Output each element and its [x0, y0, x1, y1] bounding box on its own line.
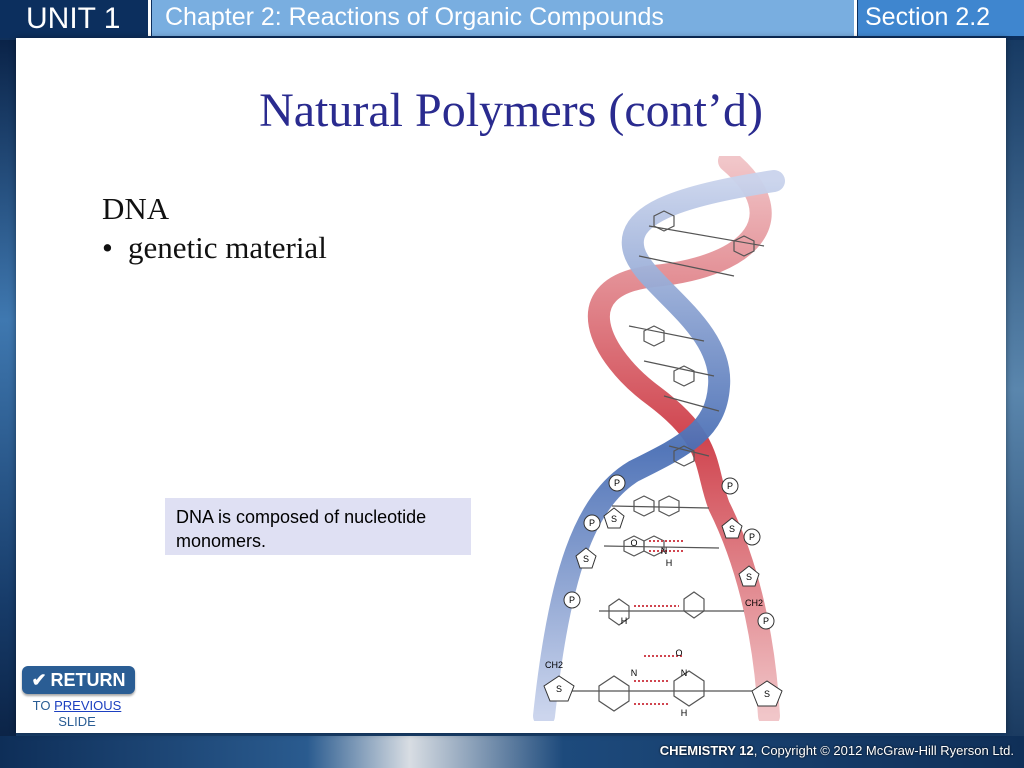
- topic-heading: DNA: [102, 191, 170, 226]
- bullet-text: genetic material: [128, 230, 327, 265]
- oxygen-label: O: [675, 648, 682, 658]
- bullet-item: • genetic material: [102, 228, 327, 268]
- hydrogen-bonds: [634, 540, 684, 705]
- chapter-label: Chapter 2: Reactions of Organic Compound…: [152, 0, 854, 36]
- hydrogen-label: H: [681, 708, 688, 718]
- divider: [854, 0, 857, 36]
- base-pairs: [559, 210, 765, 712]
- section-label: Section 2.2: [858, 0, 1024, 36]
- phosphate-label: P: [749, 532, 755, 542]
- sugar-label: S: [729, 524, 735, 534]
- dna-double-helix-diagram: P P P P P P S S S S S S CH2 CH2 H: [533, 156, 785, 721]
- footer: CHEMISTRY 12, Copyright © 2012 McGraw-Hi…: [660, 743, 1014, 758]
- nitrogen-label: N: [631, 668, 638, 678]
- bullet-dot-icon: •: [102, 230, 113, 265]
- slide-body: DNA • genetic material: [102, 190, 327, 268]
- return-button[interactable]: ✔ RETURN: [22, 666, 135, 694]
- checkmark-icon: ✔: [31, 670, 47, 690]
- return-slide-text: SLIDE: [58, 714, 96, 729]
- nucleotide-markers: P P P P P P S S S S S S CH2 CH2 H: [543, 474, 783, 718]
- callout-box: DNA is composed of nucleotide monomers.: [165, 498, 471, 555]
- slide-content: Natural Polymers (cont’d) DNA • genetic …: [16, 38, 1006, 733]
- background-bottom: [0, 736, 1024, 768]
- hydrogen-label: H: [621, 616, 628, 626]
- slide-title: Natural Polymers (cont’d): [259, 84, 763, 137]
- divider: [148, 0, 151, 36]
- phosphate-label: P: [614, 478, 620, 488]
- phosphate-label: P: [589, 518, 595, 528]
- background-right: [1006, 40, 1024, 740]
- return-to-text: TO: [32, 698, 51, 713]
- return-caption: TO PREVIOUS SLIDE: [16, 698, 138, 730]
- oxygen-label: O: [630, 538, 637, 548]
- ch2-label: CH2: [545, 660, 563, 670]
- previous-link[interactable]: PREVIOUS: [54, 698, 122, 713]
- copyright-text: , Copyright © 2012 McGraw-Hill Ryerson L…: [753, 743, 1014, 758]
- ch2-label: CH2: [745, 598, 763, 608]
- unit-label: UNIT 1: [16, 0, 148, 36]
- background-left: [0, 40, 16, 740]
- sugar-label: S: [556, 684, 562, 694]
- sugar-label: S: [583, 554, 589, 564]
- sugar-label: S: [764, 689, 770, 699]
- sugar-label: S: [611, 514, 617, 524]
- phosphate-label: P: [569, 595, 575, 605]
- phosphate-label: P: [727, 481, 733, 491]
- phosphate-label: P: [763, 616, 769, 626]
- course-name: CHEMISTRY 12: [659, 743, 754, 758]
- hydrogen-label: H: [666, 558, 673, 568]
- nitrogen-label: N: [681, 668, 688, 678]
- blue-strand: [533, 170, 785, 721]
- return-label: RETURN: [50, 670, 126, 690]
- sugar-label: S: [746, 572, 752, 582]
- top-bar: UNIT 1 Chapter 2: Reactions of Organic C…: [0, 0, 1024, 38]
- nitrogen-label: N: [661, 546, 668, 556]
